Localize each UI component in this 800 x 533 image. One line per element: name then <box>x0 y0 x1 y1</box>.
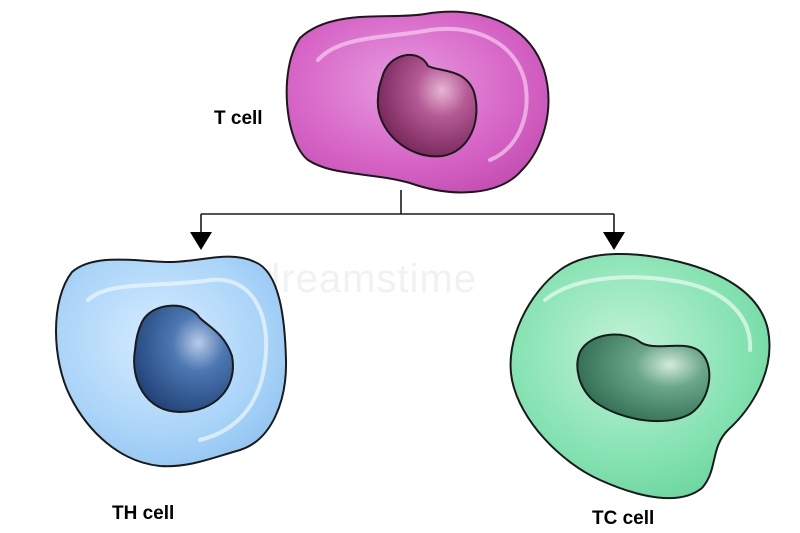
arrowhead-th <box>190 232 212 250</box>
watermark-text: dreamstime <box>258 257 477 301</box>
tc-cell-nucleus <box>576 333 711 423</box>
th-cell-nucleus <box>133 304 234 414</box>
t-cell-membrane-highlight <box>316 27 529 162</box>
tc-cell-label: TC cell <box>592 508 654 529</box>
tc-cell-membrane-highlight <box>543 275 753 352</box>
tc-cell-icon <box>509 253 771 500</box>
t-cell-nucleus <box>376 54 478 158</box>
t-cell-icon <box>285 10 550 194</box>
th-cell-membrane-highlight <box>86 277 269 442</box>
th-cell-icon <box>55 255 288 468</box>
connector-group <box>200 190 615 232</box>
arrowhead-tc <box>603 232 625 250</box>
th-cell-label: TH cell <box>112 503 174 524</box>
t-cell-label: T cell <box>214 108 263 129</box>
